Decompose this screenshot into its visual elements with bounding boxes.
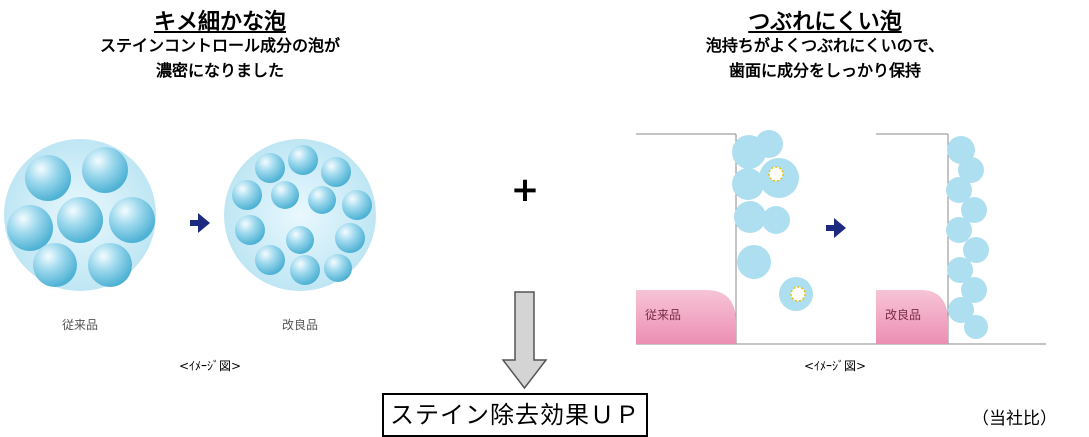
foam-retention-diagram: [636, 130, 1046, 345]
right-panel-title: つぶれにくい泡: [748, 10, 902, 35]
right-label-before: 従来品: [645, 308, 682, 322]
result-note: （当社比）: [972, 409, 1057, 429]
right-panel-subtitle-line1: 泡持ちがよくつぶれにくいので、: [705, 36, 945, 55]
foam-density-diagram: [4, 139, 376, 291]
plus-sign: +: [510, 170, 540, 210]
right-panel-subtitle-line2: 歯面に成分をしっかり保持: [728, 61, 921, 80]
arrow-right-icon: [190, 213, 210, 233]
left-panel-title: キメ細かな泡: [153, 10, 286, 35]
foam-before-disc: [4, 139, 156, 291]
retention-after-panel: [876, 133, 1046, 345]
left-label-before: 従来品: [61, 318, 98, 332]
left-image-note: <ｲﾒｰｼﾞ図>: [178, 359, 242, 373]
right-image-note: <ｲﾒｰｼﾞ図>: [803, 359, 867, 373]
down-arrow-icon: [501, 291, 548, 390]
left-label-after: 改良品: [281, 318, 318, 332]
left-panel-subtitle-line1: ステインコントロール成分の泡が: [99, 36, 340, 55]
right-label-after: 改良品: [885, 308, 922, 322]
foam-after-disc: [224, 139, 376, 291]
result-box: ステイン除去効果ＵＰ: [382, 393, 648, 437]
arrow-right-icon: [826, 218, 846, 238]
retention-before-panel: [636, 130, 876, 345]
left-panel-subtitle-line2: 濃密になりました: [155, 61, 284, 80]
